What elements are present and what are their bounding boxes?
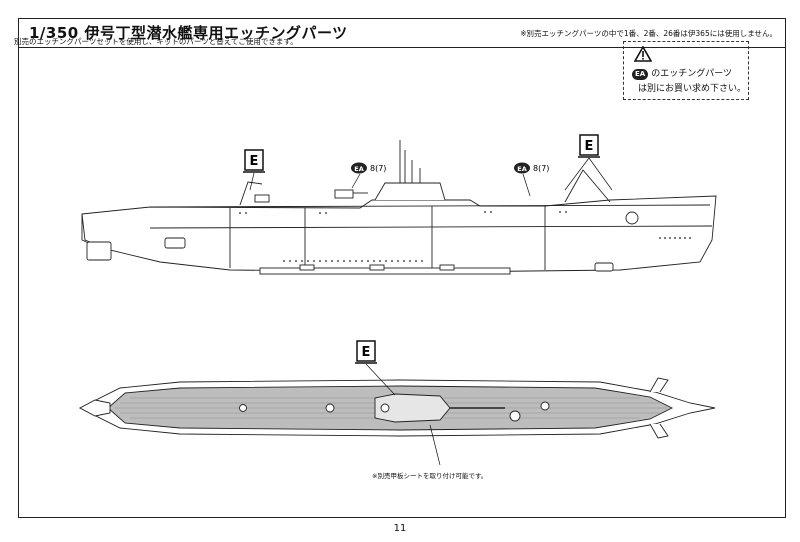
- callout-ea-1: EA 8(7): [351, 162, 386, 189]
- callout-e-left: E: [243, 149, 265, 191]
- e-label-right: E: [585, 139, 594, 154]
- top-view-submarine: [78, 377, 716, 439]
- ea-part-2: 8(7): [533, 164, 549, 173]
- side-view-submarine: [81, 140, 717, 275]
- ea-label-1: EA: [354, 165, 363, 173]
- header-bar: 1/350 伊号丁型潜水艦専用エッチングパーツ ※別売エッチングパーツの中で1番…: [19, 19, 785, 48]
- e-label-top: E: [362, 345, 371, 360]
- page-frame: 1/350 伊号丁型潜水艦専用エッチングパーツ ※別売エッチングパーツの中で1番…: [18, 18, 786, 518]
- warning-line1-text: のエッチングパーツ: [651, 69, 733, 79]
- e-label-left: E: [250, 154, 259, 169]
- deck-sheet-note: ※別売甲板シートを取り付け可能です。: [372, 472, 488, 480]
- page-number: 11: [393, 523, 407, 534]
- header-note: ※別売エッチングパーツの中で1番、2番、26番は伊365には使用しません。: [520, 29, 777, 38]
- warning-icon: [634, 46, 652, 62]
- callout-ea-2: EA 8(7): [514, 162, 549, 197]
- ea-part-1: 8(7): [370, 164, 386, 173]
- ea-label-2: EA: [517, 165, 526, 173]
- callout-e-top: E: [355, 340, 396, 396]
- callout-e-right: E: [564, 134, 613, 191]
- page-title: 1/350 伊号丁型潜水艦専用エッチングパーツ: [29, 24, 348, 42]
- warning-line2: は別にお買い求め下さい。: [638, 84, 747, 94]
- subtitle-text: 別売のエッチングパーツセットを使用し、キットのパーツと替えてご使用できます。: [14, 37, 298, 46]
- ea-badge: EA: [632, 69, 649, 80]
